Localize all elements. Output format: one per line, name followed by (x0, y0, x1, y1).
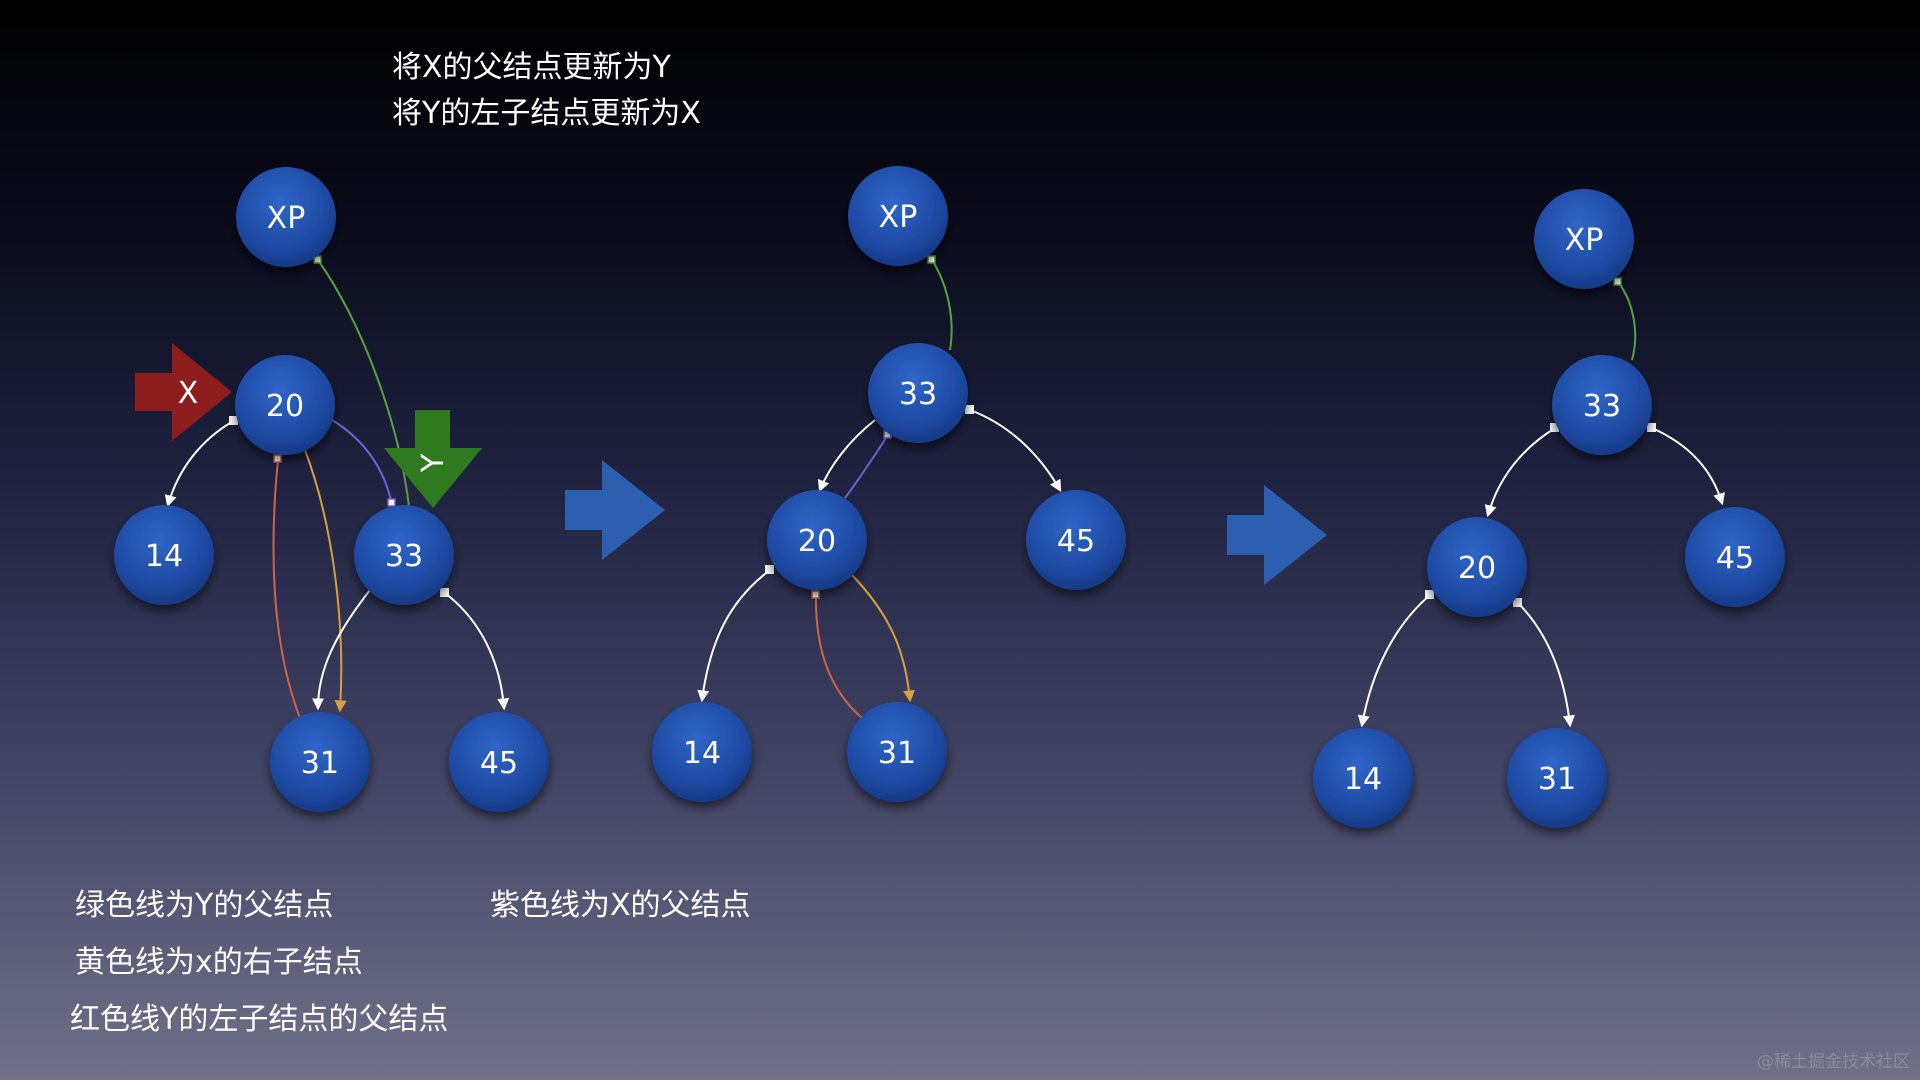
node-33: 33 (1552, 355, 1652, 455)
svg-text:XP: XP (267, 201, 306, 236)
node-31: 31 (270, 712, 370, 812)
node-45: 45 (449, 712, 549, 812)
node-31: 31 (847, 702, 947, 802)
edge-20-31 (1517, 602, 1575, 728)
watermark: @稀土掘金技术社区 (1757, 1052, 1910, 1072)
node-33: 33 (868, 343, 968, 443)
svg-text:45: 45 (480, 746, 518, 781)
legend-green: 绿色线为Y的父结点 (75, 888, 334, 923)
yellow-line-x-right (304, 449, 347, 713)
legend-yellow: 黄色线为x的右子结点 (75, 945, 363, 980)
tree-nodes: XP 20 14 33 31 45 XP 33 20 45 14 31 XP 3… (114, 166, 1785, 828)
green-line-33-xp (1617, 281, 1637, 361)
node-14: 14 (652, 702, 752, 802)
y-marker-label: Y (416, 453, 451, 473)
edge-20-14 (697, 569, 771, 703)
red-line-31-20 (814, 594, 863, 719)
svg-text:45: 45 (1716, 541, 1754, 576)
panel-2-edges (697, 255, 1062, 719)
edge-33-45 (1651, 427, 1725, 506)
step-2-text: 将Y的左子结点更新为X (392, 96, 701, 131)
node-20: 20 (767, 490, 867, 590)
edge-33-20 (817, 419, 876, 493)
panel-1-edges (164, 255, 510, 719)
x-marker-label: X (178, 376, 199, 411)
svg-text:33: 33 (1583, 389, 1621, 424)
node-31: 31 (1507, 728, 1607, 828)
node-20: 20 (235, 355, 335, 455)
step-arrow-2 (1227, 485, 1327, 585)
edge-33-20 (1484, 427, 1556, 518)
node-xp: XP (848, 166, 948, 266)
svg-text:XP: XP (1565, 223, 1604, 258)
svg-text:33: 33 (899, 377, 937, 412)
svg-text:31: 31 (301, 746, 339, 781)
svg-text:33: 33 (385, 539, 423, 574)
yellow-line-20-31 (851, 574, 916, 703)
svg-text:45: 45 (1057, 524, 1095, 559)
green-line-33-xp (931, 259, 953, 351)
svg-text:20: 20 (798, 524, 836, 559)
node-xp: XP (1534, 189, 1634, 289)
node-20: 20 (1427, 517, 1527, 617)
edge-33-31 (312, 589, 371, 711)
svg-text:14: 14 (145, 539, 183, 574)
node-14: 14 (1313, 728, 1413, 828)
edge-20-14 (164, 419, 236, 508)
legend-red: 红色线Y的左子结点的父结点 (70, 1002, 449, 1037)
node-14: 14 (114, 505, 214, 605)
svg-text:14: 14 (683, 736, 721, 771)
svg-text:20: 20 (1458, 551, 1496, 586)
y-pointer-arrow: Y (384, 410, 482, 508)
node-45: 45 (1685, 507, 1785, 607)
svg-text:31: 31 (878, 736, 916, 771)
node-33: 33 (354, 505, 454, 605)
purple-line-x-parent (331, 419, 393, 506)
svg-text:XP: XP (879, 200, 918, 235)
svg-text:20: 20 (266, 389, 304, 424)
legend-purple: 紫色线为X的父结点 (490, 888, 751, 923)
green-line-y-parent (317, 259, 411, 516)
svg-text:14: 14 (1344, 762, 1382, 797)
step-arrow-1 (565, 460, 665, 560)
node-xp: XP (236, 167, 336, 267)
red-line-y-left-parent (272, 459, 301, 719)
edge-20-14 (1357, 594, 1431, 728)
panel-3-edges (1357, 277, 1725, 728)
node-45: 45 (1026, 490, 1126, 590)
purple-line-20-33 (844, 434, 889, 499)
edge-33-45 (969, 409, 1062, 493)
svg-text:31: 31 (1538, 762, 1576, 797)
x-pointer-arrow: X (135, 343, 232, 441)
step-1-text: 将X的父结点更新为Y (392, 50, 671, 85)
edge-33-45 (444, 592, 510, 711)
